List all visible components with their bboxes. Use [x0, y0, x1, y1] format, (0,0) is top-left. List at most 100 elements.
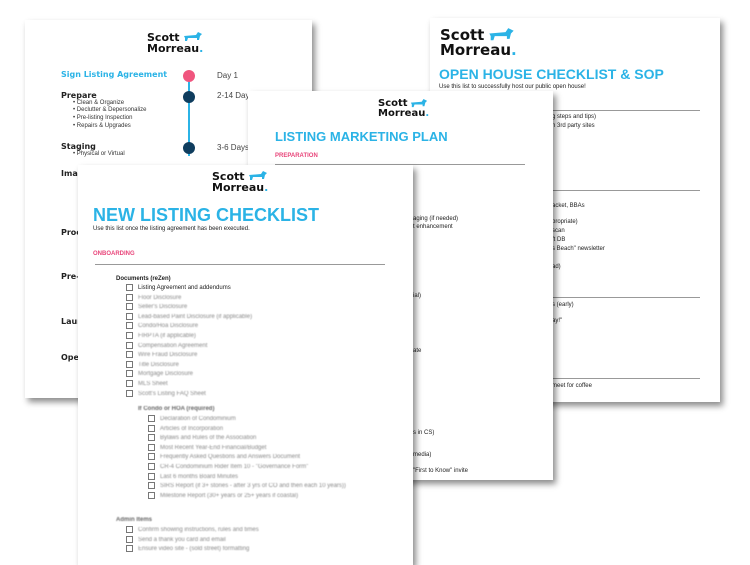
- checkbox[interactable]: [148, 424, 155, 432]
- checklist-item-label: Floor Disclosure: [138, 294, 182, 301]
- bullet-text: Pre-listing Inspection: [76, 115, 133, 121]
- checkbox[interactable]: [126, 312, 133, 320]
- checklist-item: Compensation Agreement: [126, 341, 207, 349]
- document-title: OPEN HOUSE CHECKLIST & SOP: [439, 66, 664, 82]
- text-fragment: ate: [413, 348, 422, 354]
- document-subtitle: Use this list once the listing agreement…: [93, 226, 250, 232]
- checklist-item-label: Wire Fraud Disclosure: [138, 352, 198, 359]
- checkbox[interactable]: [148, 491, 155, 499]
- checklist-item-label: Most Recent Year-End Financial/Budget: [160, 444, 267, 451]
- checklist-item-label: Lead-based Paint Disclosure (if applicab…: [138, 313, 253, 320]
- checkbox[interactable]: [126, 380, 133, 387]
- text-fragment: ft DB: [552, 237, 566, 243]
- admin-heading: Admin Items: [116, 517, 153, 523]
- bullet: • Clean & Organize: [73, 100, 125, 106]
- divider: [95, 264, 385, 265]
- dachshund-icon: [184, 32, 202, 41]
- section-heading: ONBOARDING: [93, 251, 135, 257]
- text-fragment: s Beach" newsletter: [552, 246, 605, 252]
- checkbox[interactable]: [126, 535, 133, 543]
- checkbox[interactable]: [148, 443, 155, 451]
- checkbox[interactable]: [126, 332, 133, 339]
- checkbox[interactable]: [148, 434, 155, 442]
- partial-heading: Imag: [61, 169, 84, 178]
- checkbox[interactable]: [126, 322, 133, 330]
- checkbox[interactable]: [126, 341, 133, 349]
- checklist-item-label: Last 6 months Board Minutes: [160, 473, 239, 480]
- checkbox[interactable]: [126, 545, 133, 553]
- logo-dot: .: [511, 41, 517, 59]
- checklist-item: FIRPTA (if applicable): [126, 332, 196, 339]
- checklist-item-label: Condo/Hoa Disclosure: [138, 323, 199, 330]
- checkbox[interactable]: [148, 482, 155, 490]
- checklist-item: Floor Disclosure: [126, 293, 182, 301]
- checklist-item: Frequently Asked Questions and Answers D…: [148, 453, 300, 460]
- checkbox[interactable]: [126, 351, 133, 359]
- bullet: • Repairs & Upgrades: [73, 123, 131, 129]
- step-time: 3-6 Days: [217, 143, 250, 152]
- checkbox[interactable]: [148, 463, 155, 470]
- timeline-dot-navy: [183, 142, 195, 154]
- document-title: LISTING MARKETING PLAN: [275, 129, 448, 144]
- checkbox[interactable]: [148, 453, 155, 461]
- text-fragment: t enhancement: [413, 224, 453, 230]
- bullet: • Physical or Virtual: [73, 151, 125, 157]
- checkbox[interactable]: [126, 284, 133, 291]
- checkbox[interactable]: [148, 415, 155, 422]
- logo-line1: Scott: [440, 26, 485, 44]
- bullet-text: Declutter & Depersonalize: [76, 107, 147, 113]
- step-time: Day 1: [217, 71, 238, 80]
- text-fragment: "First to Know" invite: [413, 468, 468, 474]
- bullet: • Pre-listing Inspection: [73, 115, 133, 121]
- checklist-item: SIRS Report (if 3+ stories - after 3 yrs…: [148, 482, 346, 489]
- checklist-item: Scott's Listing FAQ Sheet: [126, 389, 206, 397]
- text-fragment: s (early): [552, 302, 574, 308]
- checkbox[interactable]: [148, 472, 155, 480]
- bullet: • Declutter & Depersonalize: [73, 107, 147, 113]
- checklist-item: Articles of Incorporation: [148, 424, 223, 432]
- checklist-item-label: CR-4 Condominium Rider Item 10 - "Govern…: [160, 464, 309, 471]
- bullet-text: Repairs & Upgrades: [76, 123, 131, 129]
- logo-line2: Morreau: [147, 42, 200, 55]
- timeline-dot-navy: [183, 91, 195, 103]
- divider: [440, 110, 700, 111]
- checklist-item: Listing Agreement and addendums: [126, 284, 231, 291]
- logo-dot: .: [199, 42, 204, 55]
- checklist-item: Condo/Hoa Disclosure: [126, 322, 198, 329]
- checklist-item-label: Ensure video site - (sold street) format…: [138, 546, 250, 553]
- condo-heading: If Condo or HOA (required): [138, 406, 215, 412]
- brand-logo: Scott Morreau.: [212, 171, 268, 193]
- dachshund-icon: [489, 28, 514, 41]
- text-fragment: ay!": [552, 318, 563, 324]
- step-time: 2-14 Days: [217, 91, 254, 100]
- checklist-item-label: Confirm showing instructions, rules and …: [138, 527, 259, 534]
- text-fragment: propriate): [552, 219, 578, 225]
- text-fragment: ad): [552, 264, 561, 270]
- brand-logo: Scott Morreau.: [378, 99, 429, 119]
- checkbox[interactable]: [126, 389, 133, 397]
- checkbox[interactable]: [126, 293, 133, 301]
- text-fragment: ial): [413, 293, 422, 299]
- checklist-item-label: Frequently Asked Questions and Answers D…: [160, 454, 301, 461]
- checklist-item: Declaration of Condominium: [148, 415, 236, 422]
- partial-heading: Proc: [61, 228, 82, 237]
- divider: [275, 164, 525, 165]
- checkbox[interactable]: [126, 370, 133, 378]
- checklist-item-label: Declaration of Condominium: [160, 416, 236, 423]
- logo-line1: Scott: [378, 98, 408, 109]
- document-subtitle: Use this list to successfully host our p…: [439, 84, 586, 90]
- checklist-item: Mortgage Disclosure: [126, 370, 193, 377]
- new-listing-checklist-document: Scott Morreau. NEW LISTING CHECKLIST Use…: [78, 165, 413, 565]
- checklist-item: Title Disclosure: [126, 360, 179, 368]
- divider: [440, 378, 700, 379]
- checkbox[interactable]: [126, 303, 133, 311]
- logo-line1: Scott: [147, 31, 180, 44]
- partial-heading: Ope: [61, 353, 79, 362]
- dachshund-icon: [410, 99, 428, 108]
- checklist-item: Milestone Report (30+ years or 25+ years…: [148, 491, 298, 499]
- text-fragment: media): [413, 452, 432, 458]
- checkbox[interactable]: [126, 526, 133, 533]
- checkbox[interactable]: [126, 360, 133, 368]
- brand-logo: Scott Morreau.: [440, 28, 517, 58]
- text-fragment: aging (if needed): [413, 216, 459, 222]
